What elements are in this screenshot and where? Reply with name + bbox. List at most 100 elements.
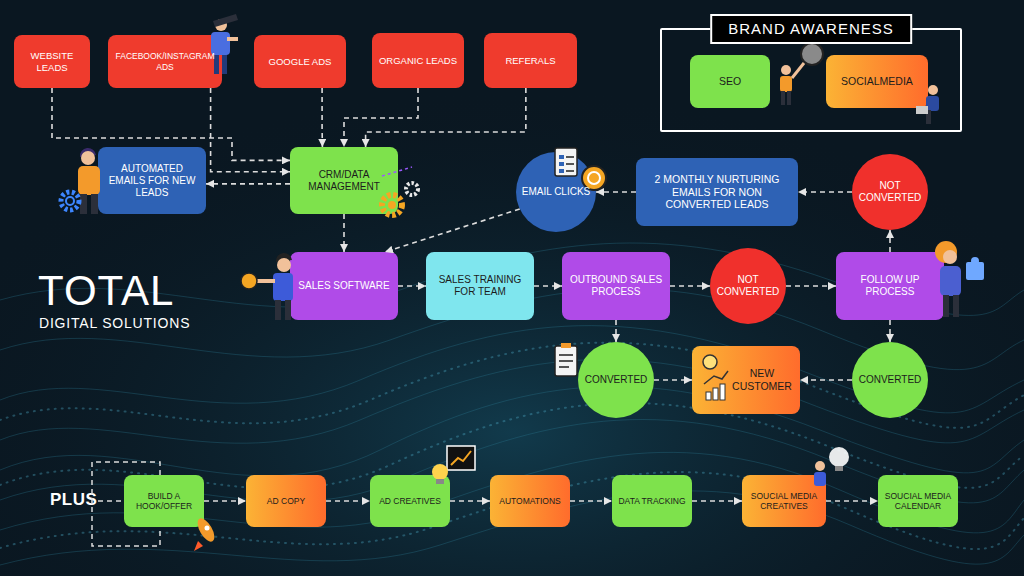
clipboard-icon: [559, 354, 573, 356]
connector-arrow: [826, 500, 878, 502]
node-label: 2 MONTHLY NURTURING EMAILS FOR NON CONVE…: [640, 173, 794, 211]
chart-icon: [447, 446, 475, 470]
lead-source-box: ORGANIC LEADS: [372, 33, 464, 88]
person-figure: [935, 241, 984, 317]
person-figure: [953, 295, 959, 317]
logo-text: TOTAL: [38, 268, 174, 314]
connector-arrow: [889, 320, 891, 342]
node-label: AUTOMATIONS: [499, 496, 561, 506]
person-figure: [916, 85, 939, 124]
result-box: NEW CUSTOMER: [692, 346, 800, 414]
connector-arrow: [366, 88, 526, 147]
person-figure: [943, 295, 949, 317]
circle-fill: [578, 342, 654, 418]
connector-arrow: [398, 285, 426, 287]
clipboard-icon: [566, 156, 574, 158]
person-figure: [91, 194, 98, 214]
person-figure: [80, 148, 96, 157]
clipboard-icon: [559, 169, 564, 173]
node-label: FACEBOOK/INSTAGRAM ADS: [112, 51, 218, 71]
person-figure: [273, 273, 293, 301]
group-heading: BRAND AWARENESS: [710, 14, 912, 44]
person-figure: [78, 166, 100, 195]
node-label: NOT CONVERTED: [714, 274, 782, 298]
node-label: DATA TRACKING: [618, 496, 685, 506]
gear-icon: [388, 201, 396, 209]
connector-arrow: [800, 379, 852, 381]
node-label: SALES TRAINING FOR TEAM: [430, 274, 530, 298]
node-label: ORGANIC LEADS: [379, 55, 457, 66]
node-label: SEO: [719, 75, 741, 88]
status-circle: CONVERTED: [578, 342, 654, 418]
clipboard-icon: [555, 148, 577, 176]
node-label: WEBSITE LEADS: [18, 50, 86, 73]
connector-arrow: [670, 285, 710, 287]
service-box: BUILD A HOOK/OFFER: [124, 475, 204, 527]
connector-arrow: [534, 285, 562, 287]
connector-arrow: [343, 214, 345, 252]
person-figure: [940, 266, 961, 296]
person-figure: [211, 32, 230, 55]
clipboard-icon: [561, 343, 571, 348]
revenue-icon: [704, 371, 728, 384]
wave-mesh: [0, 491, 1024, 565]
section-label: PLUS: [50, 491, 97, 510]
coin-icon: [588, 172, 600, 184]
node-label: GOOGLE ADS: [269, 56, 332, 67]
person-figure: [214, 52, 219, 74]
rocket-icon: [205, 526, 210, 531]
node-label: SOCIALMEDIA: [841, 75, 913, 88]
gear-icon: [382, 167, 412, 176]
gear-icon: [406, 183, 418, 195]
clipboard-icon: [559, 162, 564, 166]
lightbulb-icon: [815, 461, 825, 471]
person-figure: [215, 19, 227, 31]
connector-arrow: [206, 183, 290, 185]
lightbulb-icon: [835, 466, 843, 471]
circle-fill: [516, 152, 596, 232]
rocket-icon: [194, 516, 217, 545]
connector-arrow: [52, 88, 290, 160]
connector-arrow: [654, 379, 692, 381]
person-figure: [241, 253, 293, 320]
coin-icon: [582, 166, 606, 190]
node-label: CONVERTED: [859, 374, 922, 386]
process-box: AUTOMATED EMAILS FOR NEW LEADS: [98, 147, 206, 214]
process-box: SALES SOFTWARE: [290, 252, 398, 320]
node-label: OUTBOUND SALES PROCESS: [566, 274, 666, 298]
person-figure: [792, 63, 804, 78]
connector-arrow: [786, 285, 836, 287]
process-box: FOLLOW UP PROCESS: [836, 252, 944, 320]
person-figure: [926, 110, 931, 124]
connector-arrow: [385, 209, 520, 252]
connector-arrow: [889, 230, 891, 252]
logo-subtitle: DIGITAL SOLUTIONS: [39, 316, 190, 331]
person-figure: [78, 148, 100, 214]
connector-arrow: [615, 320, 617, 342]
gear-icon: [61, 192, 79, 210]
clipboard-icon: [566, 163, 574, 165]
clipboard-icon: [555, 343, 577, 376]
gear-icon: [382, 195, 402, 215]
person-figure: [275, 300, 281, 320]
revenue-icon: [720, 384, 725, 400]
revenue-icon: [703, 355, 728, 400]
node-label: AD CREATIVES: [379, 496, 441, 506]
circle-fill: [852, 342, 928, 418]
person-figure: [227, 37, 238, 41]
node-label: BUILD A HOOK/OFFER: [128, 491, 200, 511]
person-figure: [971, 257, 979, 265]
circle-fill: [852, 154, 928, 230]
group-frame: SEOSOCIALMEDIABRAND AWARENESS: [660, 28, 962, 132]
process-box: CRM/DATA MANAGEMENT: [290, 147, 398, 214]
clipboard-icon: [555, 148, 577, 176]
gear-icon: [382, 167, 418, 215]
channel-box: SOCIALMEDIA: [826, 55, 928, 108]
connector-arrow: [326, 500, 370, 502]
lightbulb-icon: [814, 472, 826, 486]
revenue-icon: [706, 392, 711, 400]
connector-arrow: [211, 88, 290, 172]
connector-arrow: [570, 500, 612, 502]
